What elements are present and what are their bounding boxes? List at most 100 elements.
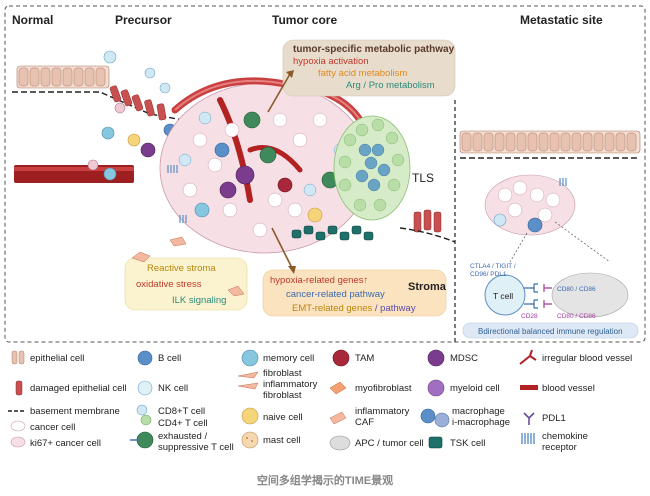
legend-myeloid: myeloid cell <box>427 379 500 397</box>
legend-basement: basement membrane <box>8 406 120 417</box>
metabolic-hypoxia: hypoxia activation <box>293 56 369 67</box>
reactive-ilk: ILK signaling <box>172 295 226 306</box>
legend-cancer: cancer cell <box>10 420 75 433</box>
blood-vessel-left <box>14 165 134 183</box>
stroma-arrowhead <box>288 266 296 274</box>
legend-ki67-label: ki67+ cancer cell <box>30 438 101 449</box>
legend-cd4: CD4+ T cell <box>140 414 208 429</box>
metabolic-arrowhead <box>286 70 294 78</box>
legend-damaged-epithelial: damaged epithelial cell <box>15 380 127 396</box>
legend-vessel: blood vessel <box>520 383 595 394</box>
hypoxia-genes: hypoxia-related genes↑ <box>270 275 368 286</box>
legend-caf-label-1: inflammatory <box>355 406 410 417</box>
legend-inflammatory-caf: inflammatory CAF <box>329 406 410 428</box>
legend-macrophage: macrophage i-macrophage <box>420 406 510 428</box>
stage-metastatic-site: Metastatic site <box>520 13 603 27</box>
metastatic-epithelium <box>459 130 641 159</box>
cd28-label: CD28 <box>521 313 538 320</box>
metabolic-title: tumor-specific metabolic pathway <box>293 44 455 55</box>
legend-ki67: ki67+ cancer cell <box>10 436 101 449</box>
reactive-stroma-title: Reactive stroma <box>147 263 216 274</box>
legend-exhausted: exhausted / suppressive T cell <box>130 431 234 453</box>
legend-tsk-label: TSK cell <box>450 438 485 449</box>
legend-tam: TAM <box>332 349 374 367</box>
legend: epithelial cell damaged epithelial cell … <box>8 349 632 453</box>
legend-myofibro-label: myofibroblast <box>355 383 412 394</box>
legend-fibroblast-label-2: inflammatory <box>263 379 318 390</box>
cancer-pathway: cancer-related pathway <box>286 289 385 300</box>
stage-precursor: Precursor <box>115 13 172 27</box>
legend-mdsc: MDSC <box>427 349 478 367</box>
legend-nk: NK cell <box>137 380 188 396</box>
legend-bcell-label: B cell <box>158 353 181 364</box>
legend-damaged-label: damaged epithelial cell <box>30 383 127 394</box>
stroma-label: Stroma <box>408 281 447 293</box>
legend-vessel-label: blood vessel <box>542 383 595 394</box>
hypoxia-stroma-box: hypoxia-related genes↑ cancer-related pa… <box>262 269 447 317</box>
legend-irregular-label: irregular blood vessel <box>542 353 632 364</box>
legend-mast: mast cell <box>241 431 300 449</box>
basement-membrane-right <box>399 227 456 243</box>
legend-myeloid-label: myeloid cell <box>450 383 500 394</box>
checkpoint-label-2: CD96/ PDL1 <box>470 271 507 278</box>
tls-cluster <box>333 115 411 221</box>
legend-tsk: TSK cell <box>428 436 485 449</box>
reactive-oxidative: oxidative stress <box>136 279 202 290</box>
stage-normal: Normal <box>12 13 53 27</box>
metabolic-pathway-box: tumor-specific metabolic pathway hypoxia… <box>282 39 456 97</box>
figure-caption: 空间多组学揭示的TIME景观 <box>257 473 393 487</box>
legend-fibroblast: fibroblast inflammatory fibroblast <box>237 368 318 401</box>
legend-fibroblast-label-3: fibroblast <box>263 390 302 401</box>
legend-apc-label: APC / tumor cell <box>355 438 424 449</box>
cd80-label-bottom: CD80 / CD86 <box>557 313 596 320</box>
legend-chemo-label-1: chemokine <box>542 431 588 442</box>
metabolic-fatty-acid: fatty acid metabolism <box>318 68 407 79</box>
legend-macro-label-2: i-macrophage <box>452 417 510 428</box>
legend-naive-label: naive cell <box>263 412 303 423</box>
legend-chemo-label-2: receptor <box>542 442 577 453</box>
immune-caption: Bdirectional balanced immune regulation <box>478 327 623 336</box>
legend-exhausted-label-1: exhausted / <box>158 431 207 442</box>
legend-exhausted-label-2: suppressive T cell <box>158 442 234 453</box>
legend-memory-label: memory cell <box>263 353 314 364</box>
legend-irregular-vessel: irregular blood vessel <box>519 349 632 365</box>
legend-cancer-label: cancer cell <box>30 422 75 433</box>
normal-epithelium <box>12 65 206 125</box>
stroma-arrow <box>271 227 293 269</box>
legend-basement-label: basement membrane <box>30 406 120 417</box>
metabolic-arg-pro: Arg / Pro metabolism <box>346 80 435 91</box>
legend-bcell: B cell <box>137 350 181 366</box>
legend-pdl1: PDL1 <box>523 412 566 425</box>
metastatic-cluster <box>484 174 611 263</box>
legend-epithelial: epithelial cell <box>11 350 84 365</box>
checkpoint-label: CTLA4 / TIGIT / <box>470 263 516 270</box>
legend-pdl1-label: PDL1 <box>542 413 566 424</box>
legend-nk-label: NK cell <box>158 383 188 394</box>
legend-chemokine: chemokine receptor <box>521 431 588 453</box>
diagram-frame <box>4 5 646 343</box>
legend-caf-label-2: CAF <box>355 417 374 428</box>
immune-regulation-detail: T cell CTLA4 / TIGIT / CD96/ PDL1 CD80 /… <box>462 263 639 339</box>
legend-mast-label: mast cell <box>263 435 300 446</box>
reactive-stroma-box: Reactive stroma oxidative stress ILK sig… <box>124 257 248 311</box>
stage-tumor-core: Tumor core <box>272 13 337 27</box>
legend-memory: memory cell <box>241 349 314 367</box>
legend-cd8: CD8+T cell <box>136 404 205 417</box>
legend-mdsc-label: MDSC <box>450 353 478 364</box>
metabolic-arrow <box>267 73 291 113</box>
legend-apc: APC / tumor cell <box>329 435 424 451</box>
tcell-label: T cell <box>493 291 513 301</box>
blood-vessel-right <box>413 209 442 233</box>
legend-cd4-label: CD4+ T cell <box>158 418 208 429</box>
emt-genes: EMT-related genes / pathway <box>292 303 416 314</box>
legend-myofibroblast: myofibroblast <box>329 381 412 395</box>
fibroblast-shapes <box>131 236 245 297</box>
legend-fibroblast-label-1: fibroblast <box>263 368 302 379</box>
legend-epithelial-label: epithelial cell <box>30 353 84 364</box>
cd80-label-top: CD80 / CD86 <box>557 286 596 293</box>
legend-macro-label-1: macrophage <box>452 406 505 417</box>
legend-tam-label: TAM <box>355 353 374 364</box>
tls-label: TLS <box>412 171 434 185</box>
legend-naive: naive cell <box>241 407 303 425</box>
